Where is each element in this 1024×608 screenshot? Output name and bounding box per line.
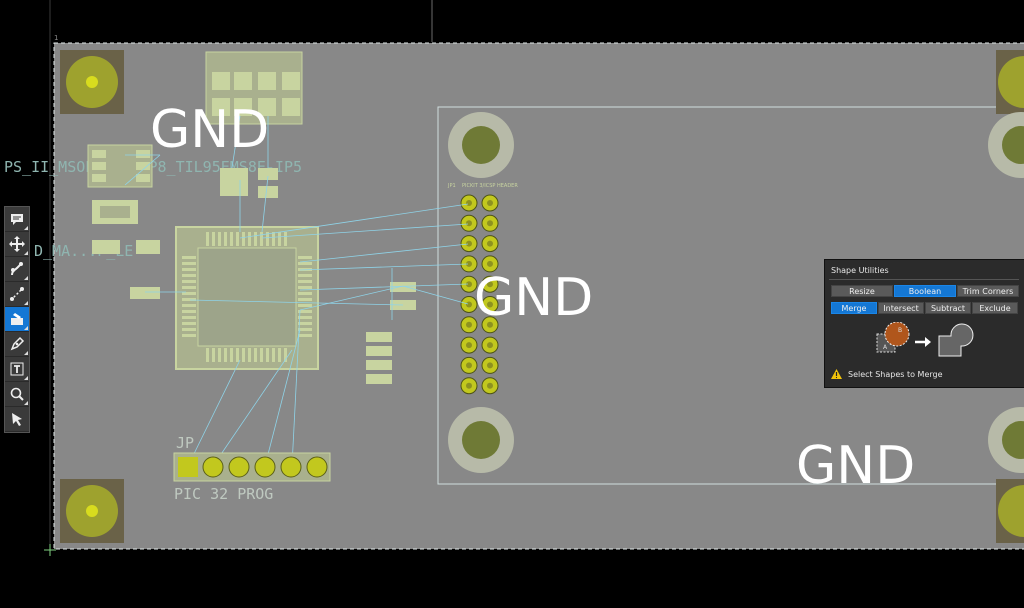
route-icon xyxy=(11,262,23,276)
prog-designator: JP xyxy=(176,434,194,452)
resistor-2[interactable] xyxy=(130,287,160,299)
header-pin-hole xyxy=(487,200,493,206)
net-label-gnd: GND xyxy=(796,436,916,496)
pen-tool[interactable] xyxy=(5,332,29,357)
header-pin-hole xyxy=(487,362,493,369)
header-pin-hole xyxy=(466,321,472,328)
header-pin-hole xyxy=(466,301,472,308)
capacitor-1[interactable] xyxy=(92,200,138,224)
module-hole-bl[interactable] xyxy=(448,407,514,473)
module-hole-br[interactable] xyxy=(988,407,1024,473)
move-icon xyxy=(9,236,25,252)
header-pins[interactable] xyxy=(460,194,499,395)
prog-label: PIC 32 PROG xyxy=(174,485,273,503)
resistor-1[interactable] xyxy=(92,240,160,254)
text-icon xyxy=(10,362,24,376)
pour-tool[interactable] xyxy=(5,307,29,332)
trace-tool[interactable] xyxy=(5,282,29,307)
tab-trim-corners[interactable]: Trim Corners xyxy=(957,285,1019,297)
header-pin-hole xyxy=(466,240,472,247)
header-pin-hole xyxy=(466,382,472,389)
move-tool[interactable] xyxy=(5,232,29,257)
shape-utilities-tabs: Resize Boolean Trim Corners xyxy=(831,285,1019,297)
header-pin-hole xyxy=(487,321,493,328)
header-pin-hole xyxy=(487,260,493,267)
route-tool[interactable] xyxy=(5,257,29,282)
status-message: Select Shapes to Merge xyxy=(831,369,943,379)
header-pin-hole xyxy=(466,281,472,288)
shape-a-label: A xyxy=(883,344,888,351)
connector-top[interactable] xyxy=(205,51,303,125)
mcu-qfp[interactable] xyxy=(175,226,319,370)
ic-msop[interactable] xyxy=(87,144,153,188)
merge-button[interactable]: Merge xyxy=(831,302,877,314)
module-hole-tr[interactable] xyxy=(988,112,1024,178)
header-label: PICKIT 3/ICSP HEADER xyxy=(462,183,518,189)
header-pin-hole xyxy=(487,342,493,349)
header-pin-hole xyxy=(487,382,493,389)
header-pin-hole xyxy=(487,240,493,247)
header-designator: JP1 xyxy=(447,183,456,189)
tab-boolean[interactable]: Boolean xyxy=(894,285,956,297)
header-pin-hole xyxy=(466,260,472,267)
text-tool[interactable] xyxy=(5,357,29,382)
comment-icon xyxy=(11,214,23,225)
pen-icon xyxy=(10,336,25,351)
panel-divider xyxy=(829,279,1019,280)
comment-tool[interactable] xyxy=(5,207,29,232)
mount-hole-top-right[interactable] xyxy=(996,50,1024,114)
prog-header[interactable] xyxy=(173,452,331,482)
trace-icon xyxy=(10,287,24,301)
corner-marker: 1 xyxy=(54,34,58,42)
tab-resize[interactable]: Resize xyxy=(831,285,893,297)
intersect-button[interactable]: Intersect xyxy=(878,302,924,314)
panel-title: Shape Utilities xyxy=(831,266,889,275)
merge-illustration: A B xyxy=(876,322,974,357)
shape-b-label: B xyxy=(898,327,902,334)
net-label-gnd: GND xyxy=(150,100,270,160)
boolean-ops: Merge Intersect Subtract Exclude xyxy=(831,302,1018,314)
select-icon xyxy=(12,413,22,426)
warning-icon xyxy=(831,369,842,379)
header-pin-hole xyxy=(487,220,493,227)
mount-hole-bottom-left[interactable] xyxy=(60,479,124,543)
module-hole-tl[interactable] xyxy=(448,112,514,178)
status-text: Select Shapes to Merge xyxy=(848,369,943,379)
header-pin-hole xyxy=(466,342,472,349)
mount-hole-top-left[interactable] xyxy=(60,50,124,114)
resistor-array[interactable] xyxy=(366,332,392,384)
header-pin-hole xyxy=(466,200,472,206)
header-pin-hole xyxy=(487,281,493,288)
header-pin-hole xyxy=(466,220,472,227)
select-tool[interactable] xyxy=(5,407,29,432)
header-pin-hole xyxy=(487,301,493,308)
mount-hole-bottom-right[interactable] xyxy=(996,479,1024,543)
shape-utilities-panel: Shape Utilities Resize Boolean Trim Corn… xyxy=(824,259,1024,388)
zoom-tool[interactable] xyxy=(5,382,29,407)
ratsnest xyxy=(124,115,469,467)
origin-marker xyxy=(44,544,56,556)
tool-palette xyxy=(4,206,30,433)
zoom-icon xyxy=(10,387,24,401)
header-pin-hole xyxy=(466,362,472,369)
exclude-button[interactable]: Exclude xyxy=(972,302,1018,314)
subtract-button[interactable]: Subtract xyxy=(925,302,971,314)
net-label-gnd: GND xyxy=(474,268,594,328)
merged-shape-icon xyxy=(938,323,974,357)
pour-icon xyxy=(11,313,23,325)
ic-small-1[interactable] xyxy=(220,168,278,198)
